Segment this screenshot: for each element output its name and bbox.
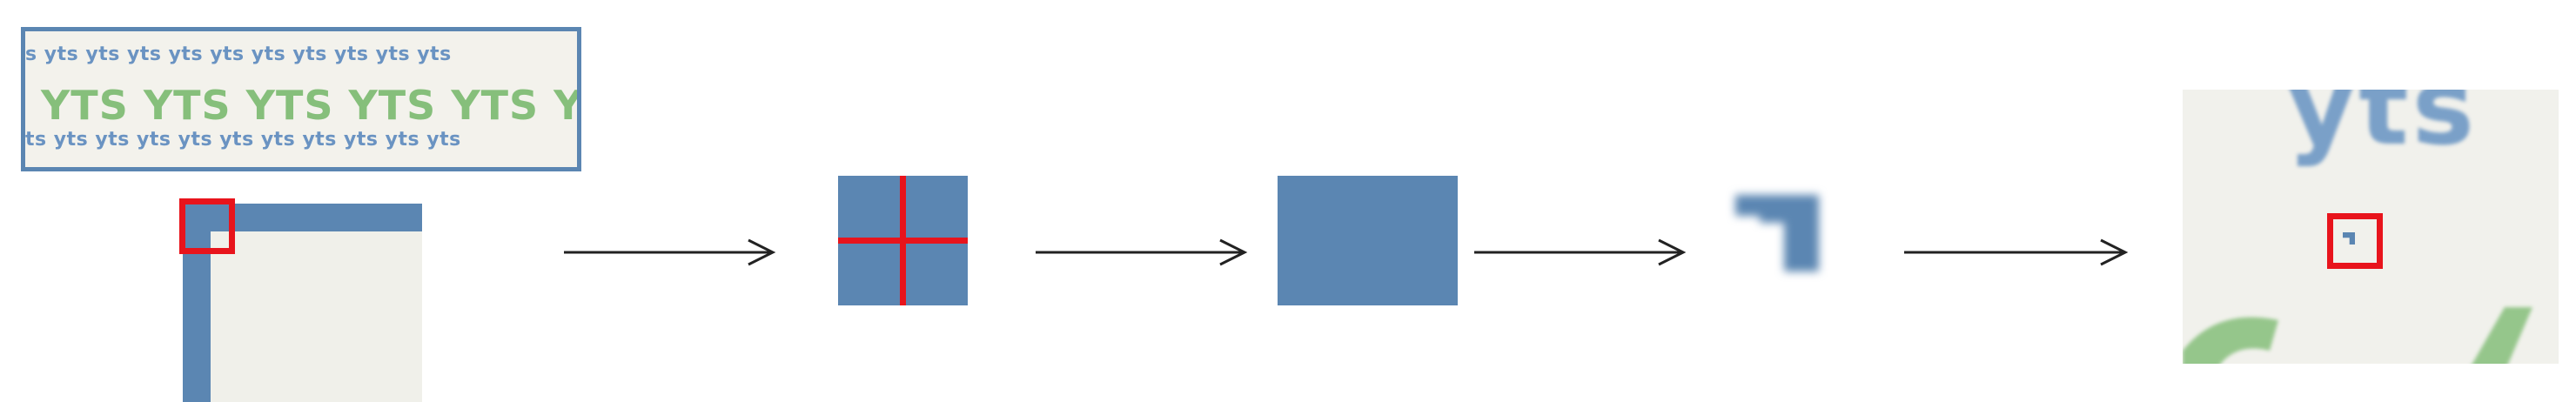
corner-border-horizontal [183, 204, 422, 231]
source-banner: s yts yts yts yts yts yts yts yts yts yt… [21, 27, 581, 171]
crosshair-tile [838, 176, 968, 305]
result-patch: yts [2183, 90, 2559, 364]
corner-highlight-box [179, 198, 235, 254]
corner-border-vertical [183, 204, 211, 402]
banner-small-text-top: s yts yts yts yts yts yts yts yts yts yt… [25, 44, 452, 65]
result-green-shape [2183, 307, 2532, 364]
banner-large-text: YTS YTS YTS YTS YTS YTS YT [41, 82, 581, 129]
arrow-4 [1904, 238, 2129, 266]
result-text-fragment: yts [2287, 90, 2479, 169]
arrow-3 [1474, 238, 1687, 266]
blurred-glyph [1735, 195, 1819, 271]
corner-crop [183, 204, 422, 402]
banner-small-text-bottom: ts yts yts yts yts yts yts yts yts yts y… [25, 129, 461, 151]
solid-block [1278, 176, 1458, 305]
arrow-1 [564, 238, 776, 266]
arrow-2 [1036, 238, 1248, 266]
crosshair-vertical [900, 176, 906, 305]
result-highlight-box [2327, 213, 2383, 269]
